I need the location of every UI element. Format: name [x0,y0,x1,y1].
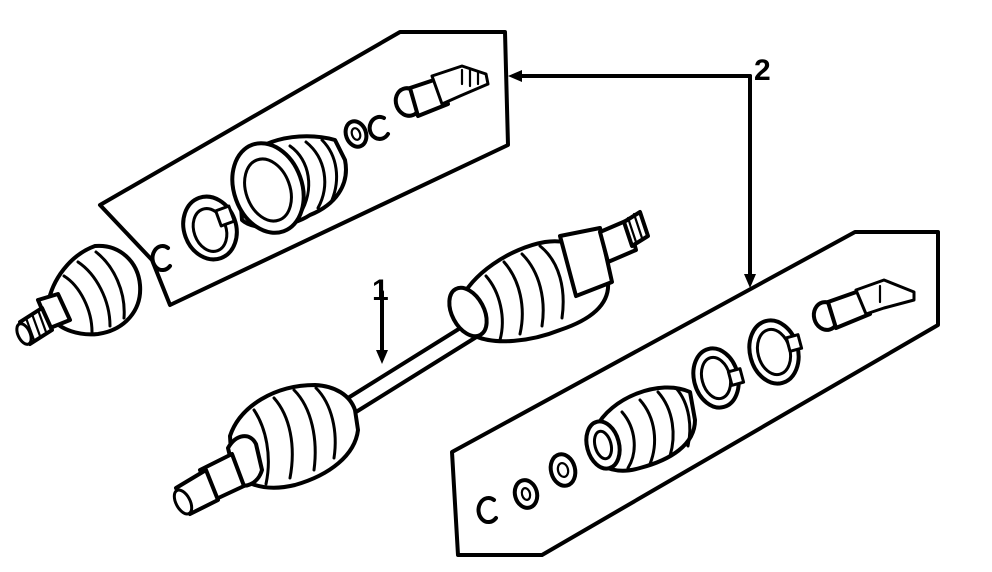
lower-washer-small [512,478,540,510]
lower-cv-boot [584,385,697,473]
loose-outer-cv-joint [15,243,143,346]
callout-1-leader [376,290,388,364]
upper-snap-ring [150,244,172,272]
lower-clamp-band-small [691,346,746,410]
callout-1-label: 1 [372,274,389,307]
outer-cv-boot [172,383,360,516]
upper-boot-kit-panel [98,30,510,307]
lower-washer-medium [548,452,578,488]
lower-snap-ring [476,496,498,524]
inner-cv-boot [447,210,650,344]
upper-circlip [367,114,390,141]
upper-cv-boot [230,134,348,235]
upper-grease-tube [393,64,490,118]
lower-boot-kit-panel [450,230,940,557]
drive-axle-assembly [172,210,650,516]
upper-clamp-band-large [181,194,239,262]
lower-clamp-band-large [747,318,804,386]
upper-small-ring [343,119,369,149]
lower-grease-tube [811,278,916,332]
callout-2-label: 2 [754,54,771,87]
callout-2-leader [508,70,756,288]
